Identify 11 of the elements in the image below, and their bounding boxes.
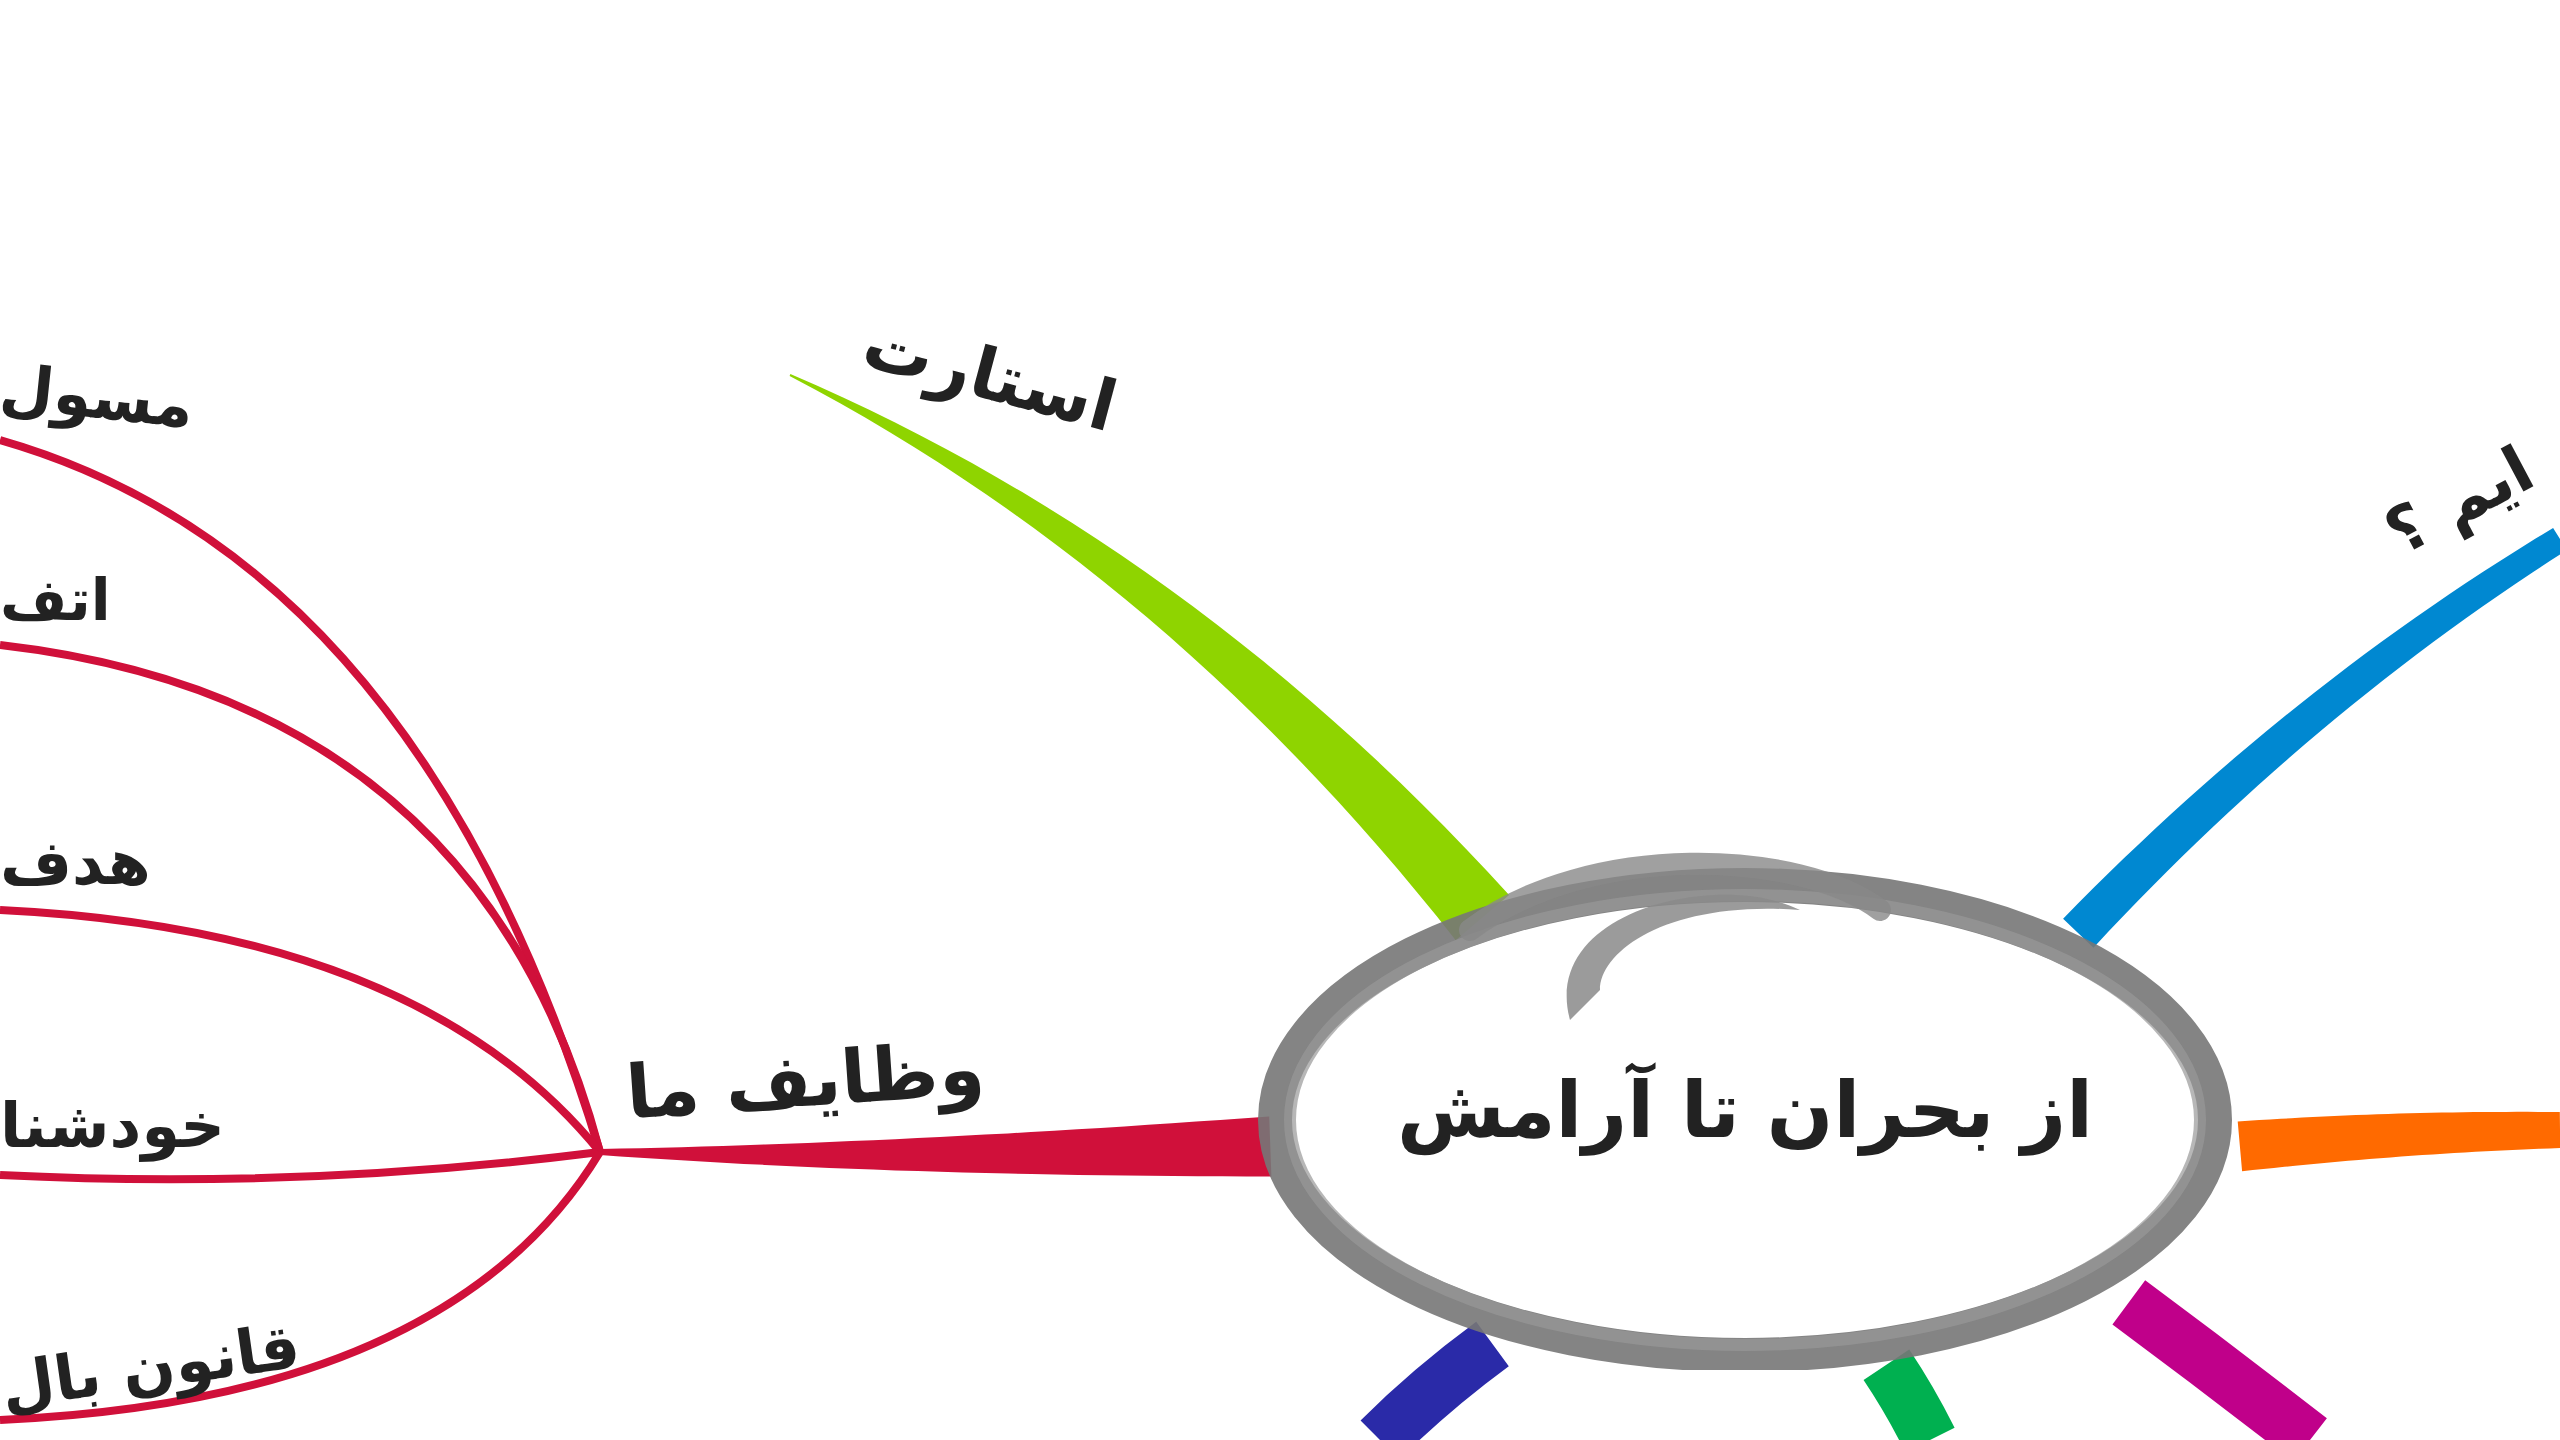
branch-label: استارت <box>854 301 1126 449</box>
branch-line <box>2237 1111 2560 1172</box>
branch-label: وظایف ما <box>623 1024 987 1136</box>
branch-line <box>2112 1280 2327 1440</box>
branch-label: هدف <box>0 826 151 899</box>
branch-label: قانون بال <box>0 1308 305 1423</box>
branch-label: خودشنا <box>0 1088 225 1162</box>
branch-label: ایم ؟ <box>2373 431 2546 570</box>
branch-label: مسول <box>0 349 198 443</box>
branch-line <box>599 1116 1272 1177</box>
branch-label: اتف <box>0 566 111 634</box>
